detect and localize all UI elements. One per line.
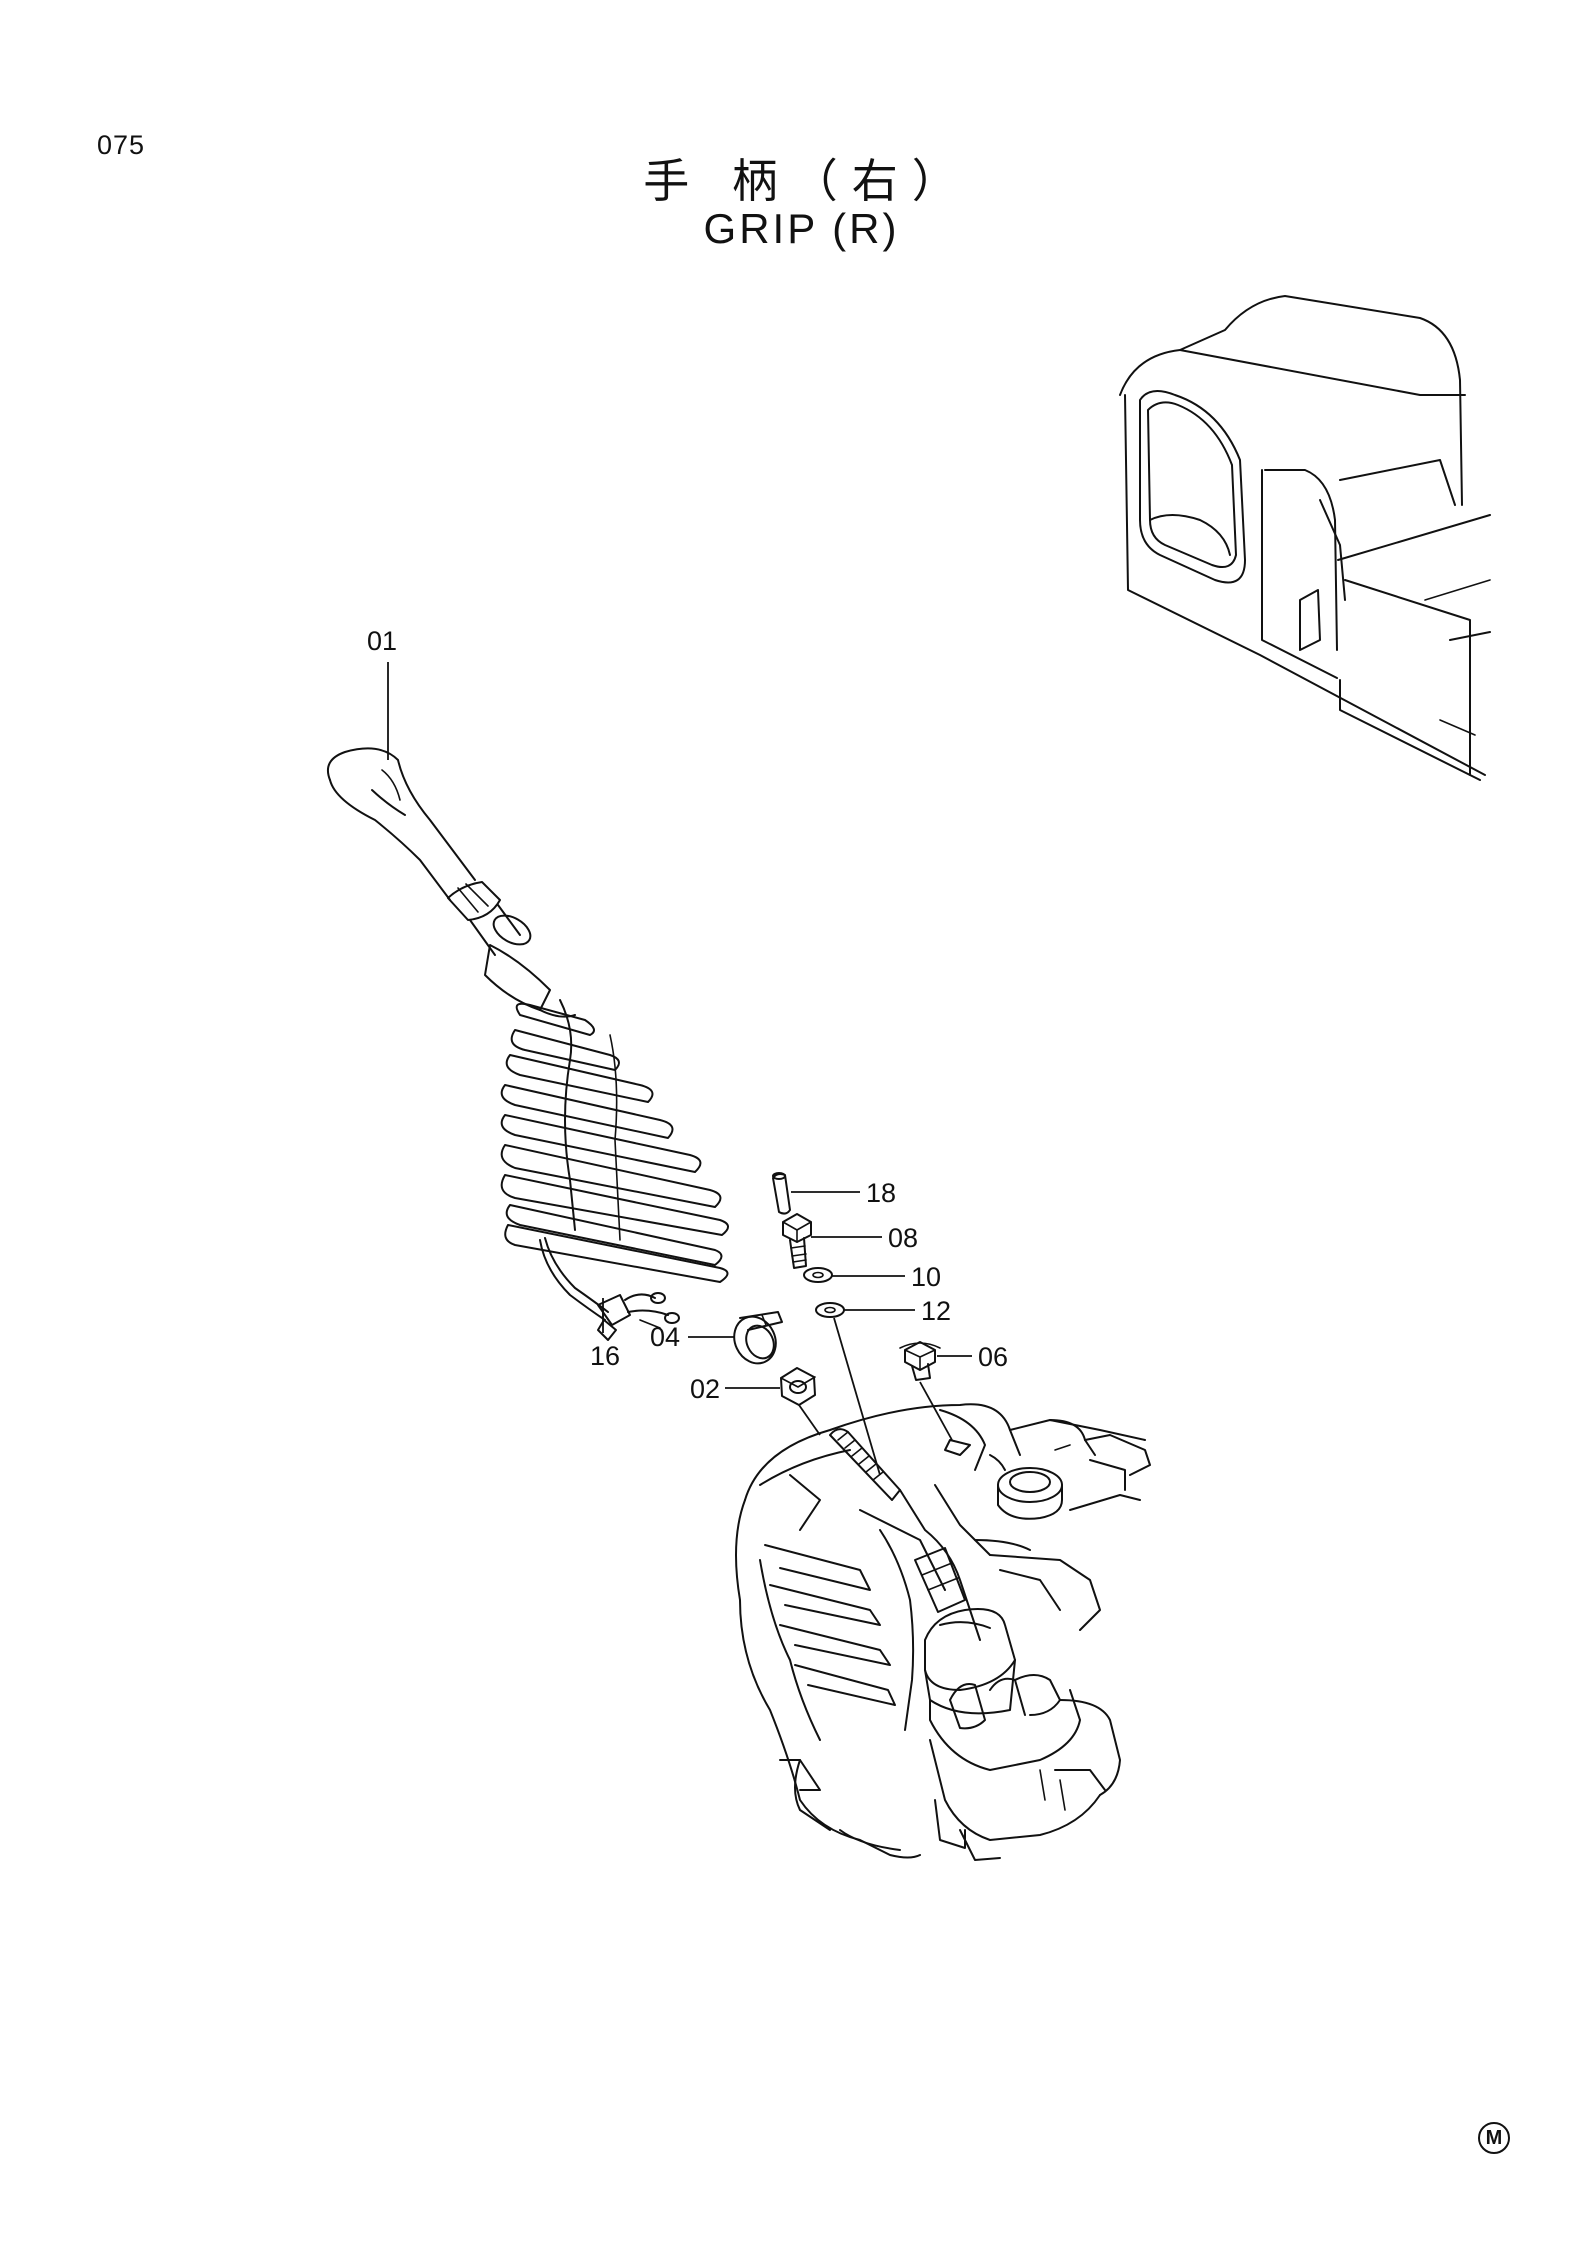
leader-lines xyxy=(387,662,972,1476)
page-number: 075 xyxy=(97,130,146,160)
manufacturer-mark: M xyxy=(1478,2122,1510,2154)
part-02-nut xyxy=(780,1367,816,1406)
pilot-valve-base-assembly xyxy=(735,1403,1151,1861)
callout-12: 12 xyxy=(921,1296,951,1326)
callout-10: 10 xyxy=(911,1262,941,1292)
page-title-english: GRIP (R) xyxy=(703,205,900,252)
part-08-bolt xyxy=(782,1213,812,1269)
callout-06: 06 xyxy=(978,1342,1008,1372)
callout-18: 18 xyxy=(866,1178,896,1208)
part-01-grip-lever xyxy=(326,747,729,1321)
callout-08: 08 xyxy=(888,1223,918,1253)
part-04-clamp xyxy=(733,1311,783,1365)
callout-04: 04 xyxy=(650,1322,680,1352)
part-12-washer xyxy=(815,1302,845,1318)
cab-location-inset xyxy=(1119,295,1491,781)
callout-01: 01 xyxy=(367,626,397,656)
part-16-connector xyxy=(597,1292,680,1341)
callout-labels: 01 18 08 10 12 04 06 16 02 xyxy=(367,626,1008,1404)
callout-16: 16 xyxy=(590,1341,620,1371)
part-18-pin xyxy=(772,1172,791,1215)
callout-02: 02 xyxy=(690,1374,720,1404)
part-06-bolt xyxy=(899,1341,941,1381)
part-10-washer xyxy=(803,1267,833,1283)
page-title-chinese: 手 柄（右） xyxy=(643,154,972,208)
